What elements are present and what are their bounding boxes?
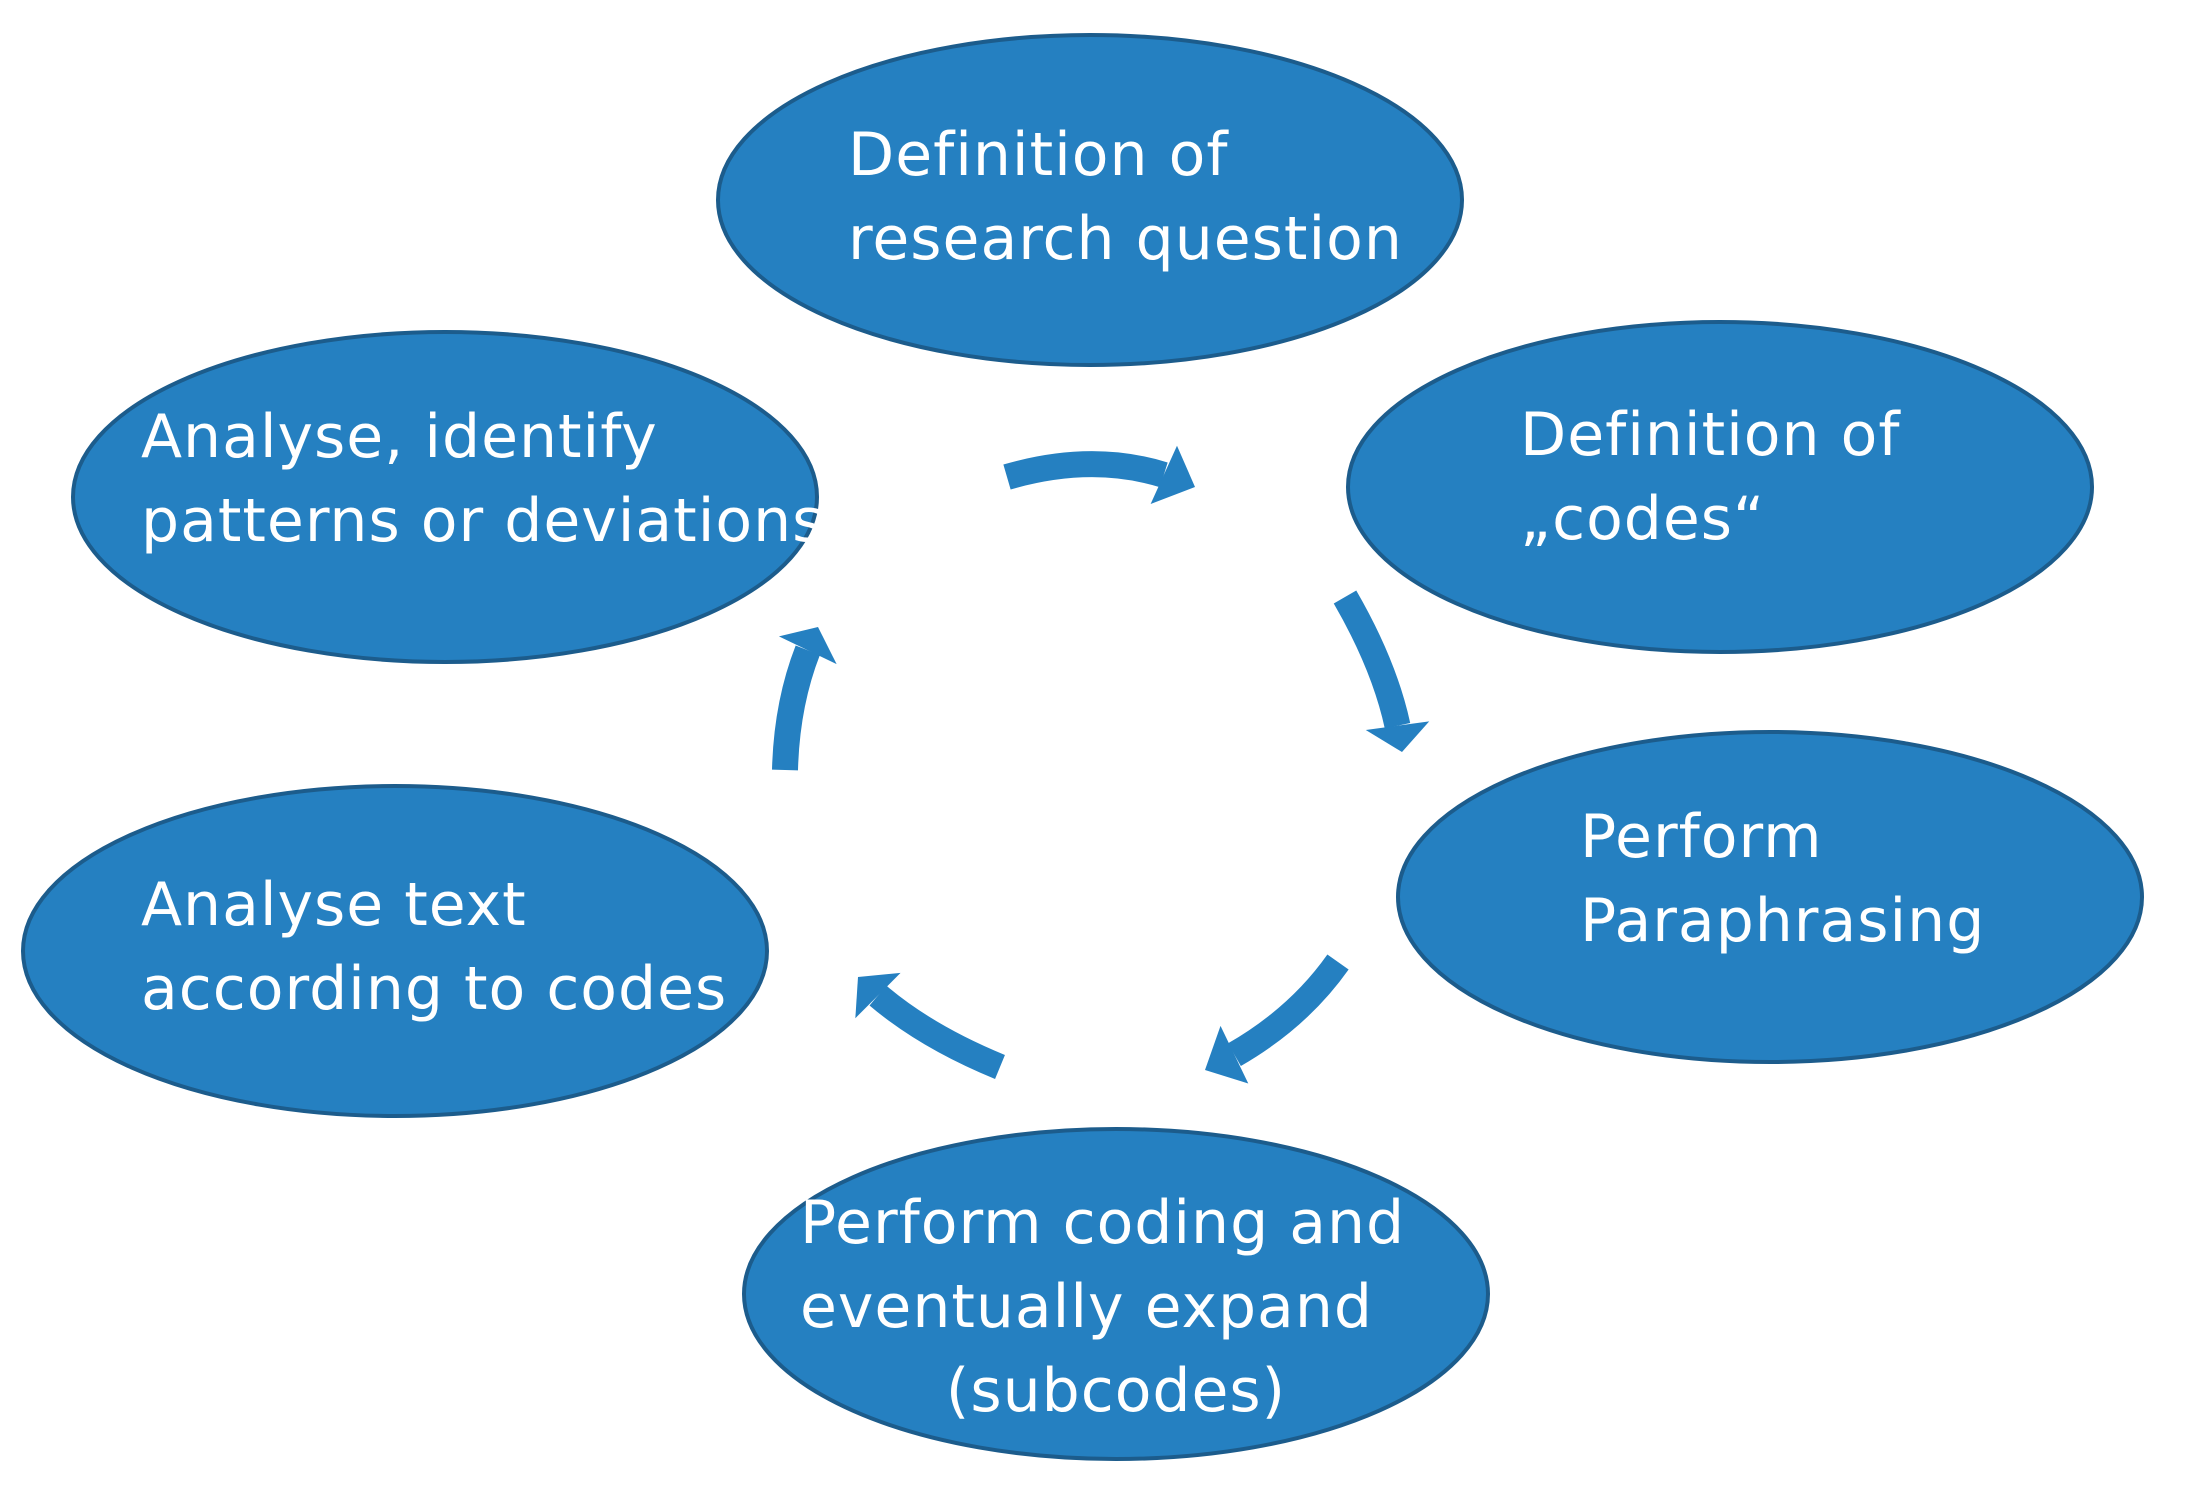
node-analyse-text: Analyse text according to codes (21, 784, 769, 1118)
node-label-line: Perform coding and (800, 1188, 1405, 1258)
arrow-shaft (1333, 590, 1411, 729)
arrow-head (1150, 445, 1195, 505)
node-label-line: Definition of (1520, 400, 1901, 470)
arrow-shaft (772, 645, 820, 771)
arrow-head (1205, 1025, 1249, 1084)
arrow-paraphrasing-to-coding (855, 972, 1005, 1080)
node-label-line: Definition of (848, 120, 1229, 190)
node-label-line: (subcodes) (946, 1356, 1286, 1426)
node-ellipse (742, 1127, 1490, 1461)
node-analyse-patterns: Analyse, identify patterns or deviations (71, 330, 824, 664)
node-ellipse (71, 330, 819, 664)
node-ellipse (716, 33, 1464, 367)
node-label-line: eventually expand (800, 1272, 1373, 1342)
node-label-line: research question (848, 204, 1403, 274)
node-label-line: Paraphrasing (1580, 886, 1985, 956)
arrow-head (1365, 721, 1430, 752)
node-label: Definition of research question (848, 120, 1403, 274)
arrow-head (855, 972, 901, 1019)
node-ellipse (21, 784, 769, 1118)
arrow-analyse-patterns-to-research-question (1003, 445, 1195, 505)
node-label-line: Analyse, identify (141, 402, 658, 472)
arrow-shaft (869, 985, 1005, 1080)
node-label-line: Perform (1580, 802, 1823, 872)
node-ellipse (1396, 730, 2144, 1064)
edges-layer (772, 445, 1430, 1084)
node-ellipse (1346, 320, 2094, 654)
node-coding: Perform coding and eventually expand (subc… (742, 1127, 1490, 1461)
arrow-shaft (1227, 954, 1349, 1066)
node-research-question: Definition of research question (716, 33, 1464, 367)
arrow-codes-to-paraphrasing (1205, 954, 1349, 1084)
node-label-line: Analyse text (141, 870, 527, 940)
arrow-research-question-to-codes (1333, 590, 1430, 752)
node-label: Analyse text according to codes (141, 870, 727, 1024)
node-label-line: according to codes (141, 954, 727, 1024)
node-label: Analyse, identify patterns or deviations (141, 402, 824, 556)
node-label: Definition of „codes“ (1520, 400, 1901, 554)
node-label: Perform coding and eventually expand (subc… (800, 1188, 1405, 1426)
arrow-head (778, 627, 837, 665)
arrow-coding-to-analyse-text (772, 627, 837, 771)
arrow-shaft (1003, 451, 1168, 490)
node-codes: Definition of „codes“ (1346, 320, 2094, 654)
node-label-line: „codes“ (1520, 484, 1765, 554)
node-label-line: patterns or deviations (141, 486, 824, 556)
